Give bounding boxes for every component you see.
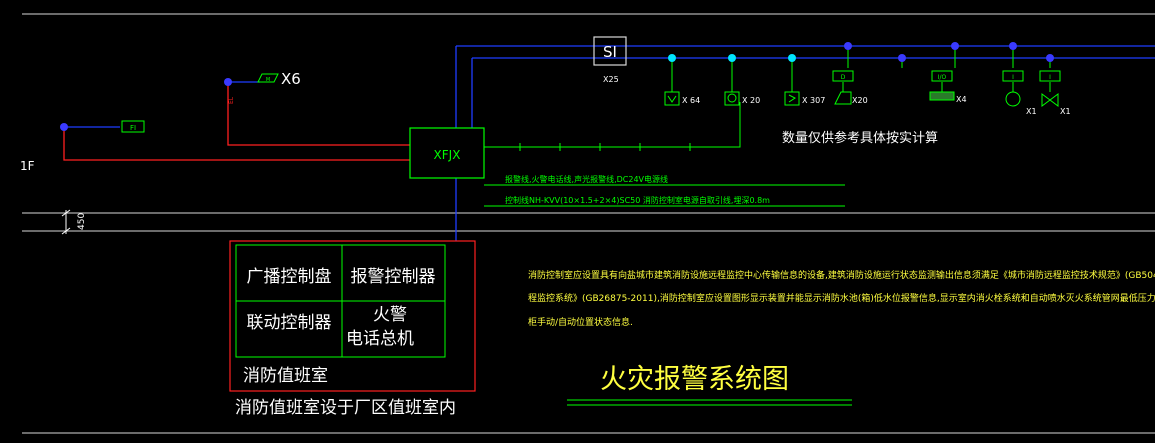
device-flow-switch: I X1 bbox=[1002, 70, 1037, 116]
cable-note-1: 报警线,火警电话线,声光报警线,DC24V电源线 bbox=[505, 174, 668, 184]
dimension-mark: 450 bbox=[61, 209, 87, 235]
description-line-2: 程监控系统》(GB26875-2011),消防控制室应设置图形显示装置并能显示消… bbox=[528, 292, 1155, 304]
si-module: SI X25 bbox=[593, 36, 627, 84]
si-tag: X25 bbox=[603, 75, 619, 84]
room-note: 消防值班室设于厂区值班室内 bbox=[235, 398, 456, 418]
alarm-controller-label: 报警控制器 bbox=[351, 267, 436, 287]
device-tag: X1 bbox=[1060, 107, 1071, 116]
panel-name: XFJX bbox=[434, 148, 461, 162]
fi-label: FI bbox=[130, 124, 136, 132]
device-box-label: I bbox=[1049, 74, 1051, 81]
diagram-title: 火灾报警系统图 bbox=[567, 364, 852, 406]
x6-label: X6 bbox=[281, 70, 301, 88]
device-box-label: D bbox=[841, 74, 846, 81]
title-text: 火灾报警系统图 bbox=[600, 364, 789, 395]
device-input-module: X 307 bbox=[784, 91, 825, 106]
fire-phone-label-1: 火警 bbox=[373, 305, 407, 325]
m-label: M bbox=[266, 77, 270, 83]
device-tag: X 64 bbox=[682, 96, 700, 105]
fire-phone-label-2: 电话总机 bbox=[346, 329, 414, 349]
device-box-label: I/O bbox=[938, 74, 947, 81]
si-label: SI bbox=[603, 43, 617, 61]
dimension-label: 450 bbox=[77, 213, 87, 230]
bus-lines bbox=[64, 45, 1155, 241]
cable-note-2: 控制线NH-KVV(10×1.5+2×4)SC50 消防控制室电源自取引线,埋深… bbox=[505, 195, 770, 205]
ticks bbox=[519, 143, 691, 151]
red-lines bbox=[63, 82, 410, 161]
device-smoke-detector: X 64 bbox=[664, 91, 700, 106]
device-tag: X 307 bbox=[802, 96, 825, 105]
device-tag: X20 bbox=[852, 96, 868, 105]
control-room: 广播控制盘 报警控制器 联动控制器 火警 电话总机 消防值班室 消防值班室设于厂… bbox=[229, 240, 476, 418]
el-label: EL bbox=[228, 96, 235, 104]
device-io-module: I/O X4 bbox=[929, 70, 967, 104]
device-heat-detector: X 20 bbox=[724, 91, 760, 106]
floor-label: 1F bbox=[20, 159, 35, 173]
bus-nodes bbox=[60, 42, 1054, 131]
description-line-1: 消防控制室应设置具有向盐城市建筑消防设施远程监控中心传输信息的设备,建筑消防设施… bbox=[528, 269, 1155, 281]
linkage-controller-label: 联动控制器 bbox=[247, 313, 332, 333]
broadcast-panel-label: 广播控制盘 bbox=[247, 267, 332, 287]
xfjx-panel: XFJX bbox=[409, 127, 485, 179]
manual-call-point-device: M X6 EL bbox=[228, 70, 301, 104]
fi-device: FI bbox=[121, 120, 145, 133]
room-label: 消防值班室 bbox=[243, 366, 328, 386]
quantity-note: 数量仅供参考具体按实计算 bbox=[782, 130, 938, 146]
device-tag: X1 bbox=[1026, 107, 1037, 116]
frame-lines bbox=[22, 13, 1155, 434]
device-tag: X 20 bbox=[742, 96, 760, 105]
device-sounder-strobe: D X20 bbox=[832, 70, 868, 105]
device-signal-valve: I X1 bbox=[1039, 70, 1071, 116]
device-bus bbox=[484, 46, 1051, 207]
device-box-label: I bbox=[1012, 74, 1014, 81]
description-line-3: 柜手动/自动位置状态信息. bbox=[528, 316, 633, 328]
device-tag: X4 bbox=[956, 95, 967, 104]
